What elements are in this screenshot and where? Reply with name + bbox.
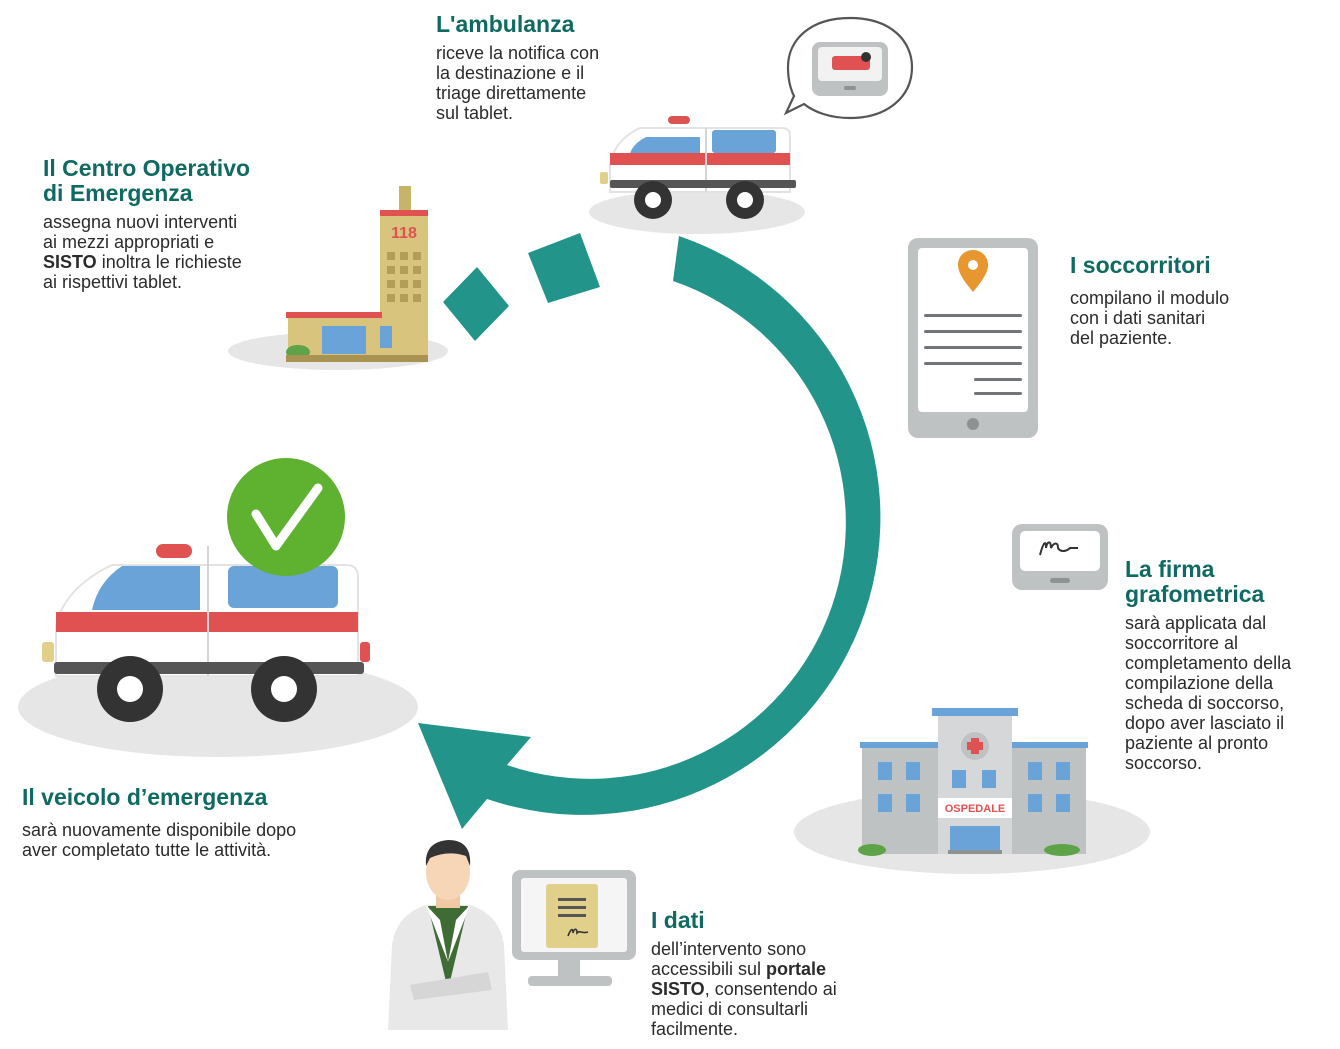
text-part: inoltra le richieste: [96, 252, 242, 272]
step-ambulanza: L'ambulanza riceve la notifica con la de…: [436, 11, 666, 124]
text-part: , consentendo ai: [704, 979, 837, 999]
title-line: di Emergenza: [43, 180, 193, 206]
text-line: la destinazione e il: [436, 63, 585, 83]
text-line: sul tablet.: [436, 103, 514, 123]
text-line: ai rispettivi tablet.: [43, 272, 183, 292]
step-ambulanza-title: L'ambulanza: [436, 11, 575, 37]
text-bold: portale: [766, 959, 827, 979]
floor-ambulance-small: [589, 190, 805, 234]
text-line: accessibili sul portale: [651, 959, 891, 979]
text-line: dell’intervento sono: [651, 939, 807, 959]
hospital-label: OSPEDALE: [945, 803, 1006, 815]
text-line: compilazione della: [1125, 673, 1274, 693]
text-line: aver completato tutte le attività.: [22, 840, 272, 860]
step-veicolo-title: Il veicolo d’emergenza: [22, 784, 268, 810]
monitor-document-icon: [512, 870, 636, 986]
text-line: SISTO, consentendo ai: [651, 979, 891, 999]
text-bold: SISTO: [43, 252, 97, 272]
text-line: scheda di soccorso,: [1125, 693, 1285, 713]
checkmark-icon: [227, 458, 345, 576]
step-firma-title: La firma grafometrica: [1125, 557, 1335, 607]
text-line: SISTO inoltra le richieste: [43, 252, 313, 272]
text-line: soccorso.: [1125, 753, 1203, 773]
step-dati-text: dell’intervento sono accessibili sul por…: [651, 939, 891, 1039]
text-line: dopo aver lasciato il: [1125, 713, 1285, 733]
ambulance-large-icon: [42, 544, 370, 722]
text-bold: SISTO: [651, 979, 705, 999]
step-soccorritori: I soccorritori compilano il modulo con i…: [1070, 252, 1300, 349]
text-line: compilano il modulo: [1070, 288, 1230, 308]
signature-pad-icon: [1012, 524, 1108, 590]
text-line: facilmente.: [651, 1019, 739, 1039]
text-line: riceve la notifica con: [436, 43, 600, 63]
text-line: sarà nuovamente disponibile dopo: [22, 820, 297, 840]
doctor-icon: [388, 840, 508, 1030]
text-line: sarà applicata dal: [1125, 613, 1267, 633]
tablet-speech-bubble-icon: [783, 16, 914, 120]
title-line: Il Centro Operativo: [43, 155, 251, 181]
step-ambulanza-text: riceve la notifica con la destinazione e…: [436, 43, 666, 123]
step-soccorritori-title: I soccorritori: [1070, 252, 1211, 278]
text-line: assegna nuovi interventi: [43, 212, 238, 232]
title-line: La firma: [1125, 556, 1215, 582]
title-line: grafometrica: [1125, 581, 1265, 607]
building-118-icon: 118: [286, 186, 428, 362]
cycle-arrow: [418, 233, 881, 829]
text-line: con i dati sanitari: [1070, 308, 1206, 328]
step-centro-title: Il Centro Operativo di Emergenza: [43, 156, 313, 206]
text-line: del paziente.: [1070, 328, 1173, 348]
text-line: triage direttamente: [436, 83, 587, 103]
hospital-icon: OSPEDALE: [858, 708, 1088, 856]
arc-main: [418, 236, 881, 829]
step-dati: I dati dell’intervento sono accessibili …: [651, 907, 891, 1040]
arc-dash-2: [528, 233, 600, 303]
arc-dash-1: [443, 267, 509, 341]
text-line: soccorritore al: [1125, 633, 1239, 653]
step-firma-text: sarà applicata dal soccorritore al compl…: [1125, 613, 1335, 773]
step-veicolo: Il veicolo d’emergenza sarà nuovamente d…: [22, 784, 382, 861]
text-line: ai mezzi appropriati e: [43, 232, 215, 252]
text-line: medici di consultarli: [651, 999, 809, 1019]
text-line: completamento della: [1125, 653, 1292, 673]
tablet-form-location-icon: [908, 238, 1038, 438]
step-centro-text: assegna nuovi interventi ai mezzi approp…: [43, 212, 313, 292]
building-label: 118: [391, 225, 417, 242]
text-part: accessibili sul: [651, 959, 767, 979]
step-firma: La firma grafometrica sarà applicata dal…: [1125, 557, 1335, 774]
step-dati-title: I dati: [651, 907, 705, 933]
step-veicolo-text: sarà nuovamente disponibile dopo aver co…: [22, 820, 382, 860]
step-centro: Il Centro Operativo di Emergenza assegna…: [43, 156, 313, 293]
step-soccorritori-text: compilano il modulo con i dati sanitari …: [1070, 288, 1300, 348]
text-line: paziente al pronto: [1125, 733, 1269, 753]
ambulance-icon: [600, 116, 796, 219]
